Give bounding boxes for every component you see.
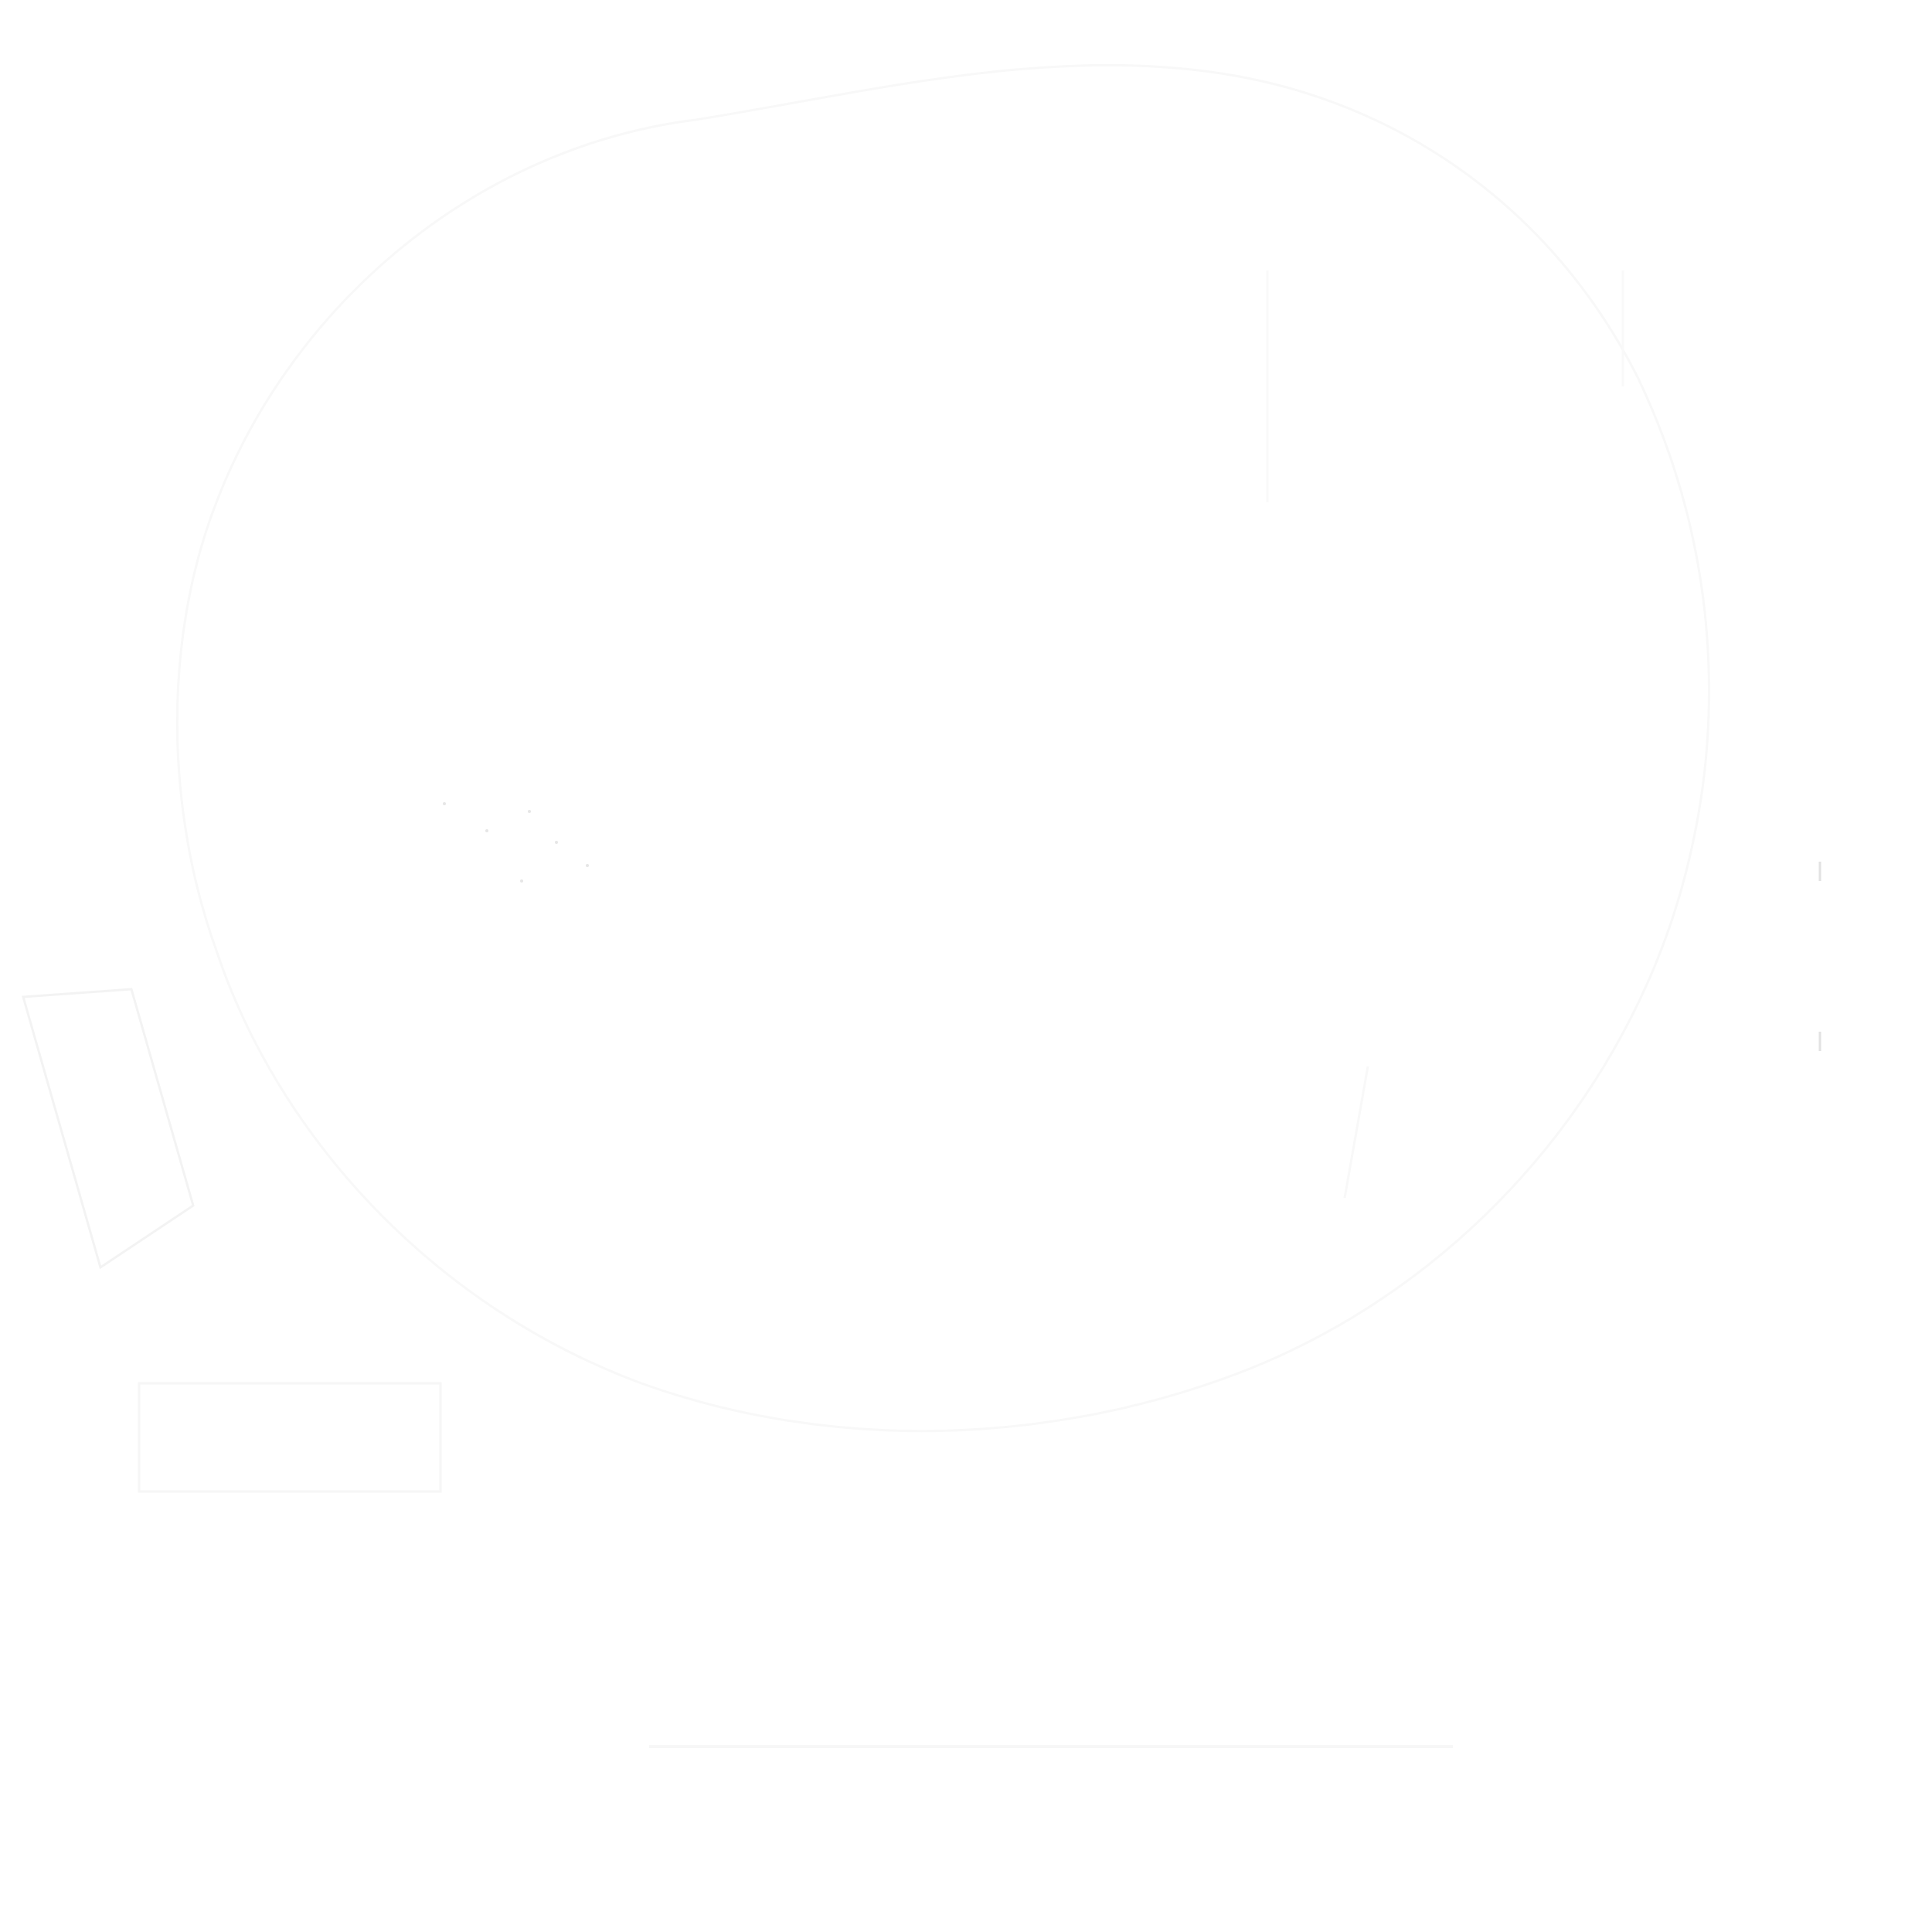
faint-speck-cluster bbox=[443, 802, 589, 883]
lower-left-faint-rectangle bbox=[138, 1382, 442, 1493]
left-faint-shape bbox=[22, 988, 195, 1270]
faint-circle-outline bbox=[175, 63, 1710, 1433]
middle-right-faint-stroke bbox=[1343, 1066, 1369, 1199]
